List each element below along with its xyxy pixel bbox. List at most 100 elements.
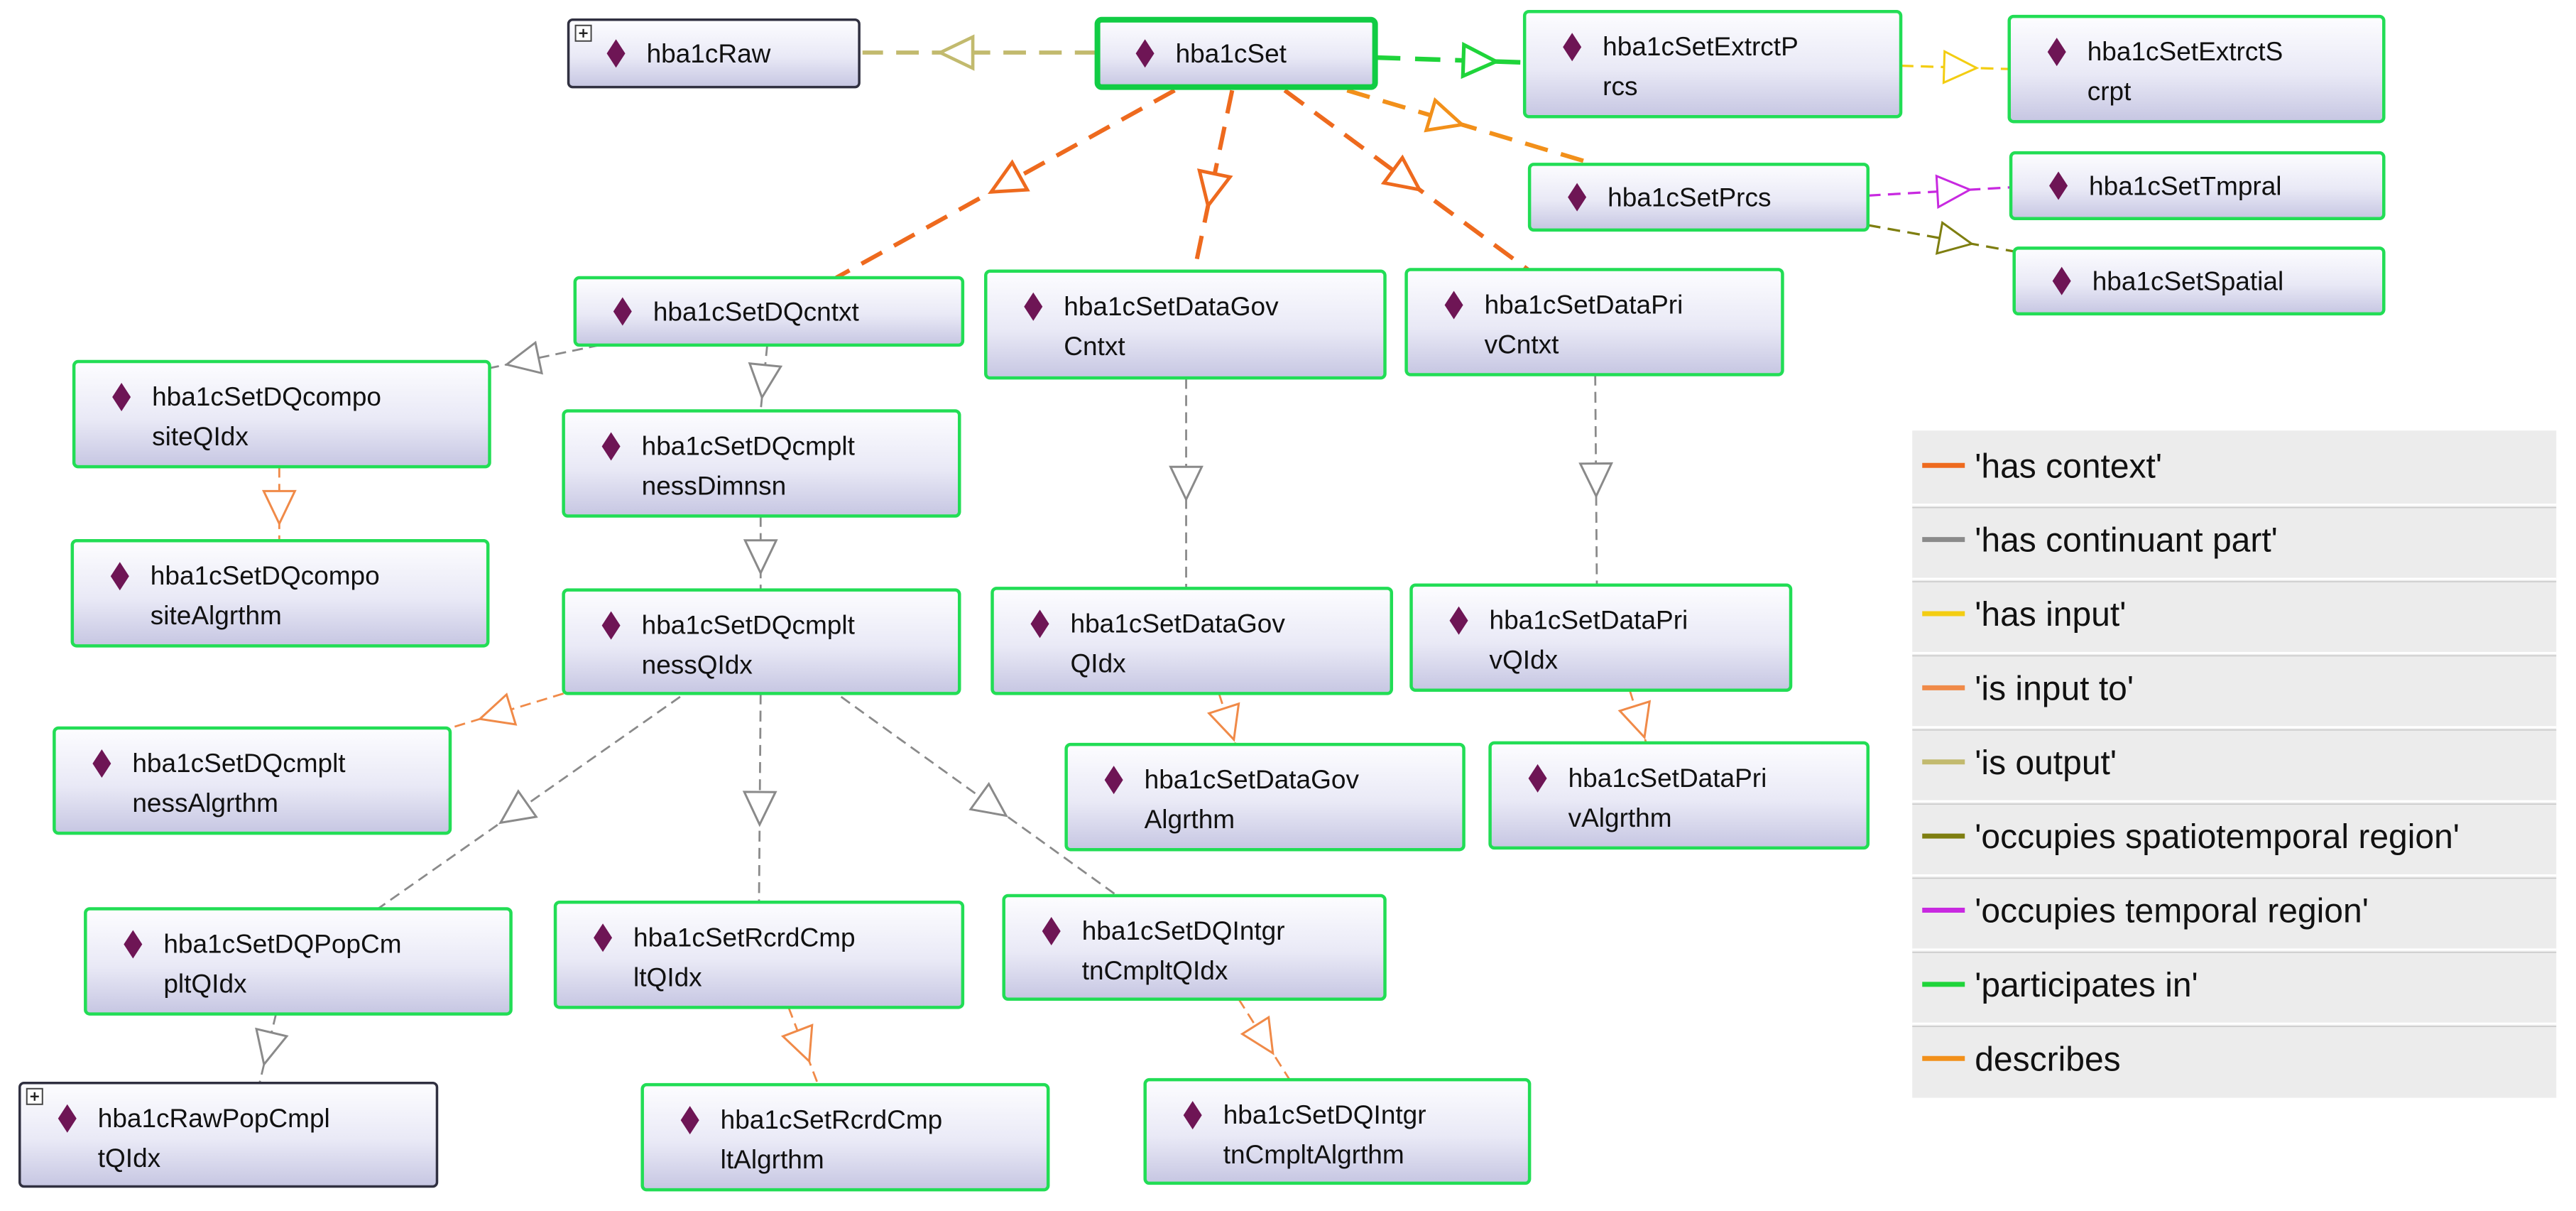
node-hba1c-set-prcs[interactable]: hba1cSetPrcs	[1527, 163, 1870, 232]
class-diamond-icon	[1449, 606, 1468, 635]
class-diamond-icon	[1030, 609, 1049, 639]
node-label: rcs	[1603, 72, 1637, 101]
node-label: hba1cSetDQcmplt	[132, 749, 346, 778]
node-label: hba1cSetExtrctP	[1603, 32, 1799, 61]
node-label: hba1cSet	[1176, 39, 1287, 68]
node-label: vQIdx	[1490, 646, 1559, 675]
node-hba1c-raw[interactable]: hba1cRaw	[567, 18, 861, 89]
node-label: tnCmpltQIdx	[1082, 956, 1228, 985]
arrowhead	[1169, 465, 1204, 502]
node-label: siteQIdx	[152, 422, 249, 451]
node-label: hba1cSetRcrdCmp	[633, 923, 856, 952]
legend-item-describes: describes	[1912, 1022, 2557, 1078]
legend-label: 'participates in'	[1975, 967, 2198, 1004]
node-hba1c-set-dqcntxt[interactable]: hba1cSetDQcntxt	[573, 276, 965, 347]
class-diamond-icon	[110, 562, 129, 591]
node-hba1c-set-rcrd-cmplt-qidx[interactable]: hba1cSetRcrdCmp ltQIdx	[553, 901, 965, 1009]
legend-panel: 'has context''has continuant part''has i…	[1912, 430, 2557, 1098]
node-hba1c-set[interactable]: hba1cSet	[1094, 16, 1378, 90]
arrowhead	[968, 781, 1008, 818]
legend-item-occupies-spatiotemporal-region: 'occupies spatiotemporal region'	[1912, 800, 2557, 856]
node-label: hba1cSetDQPopCm	[163, 930, 401, 959]
expand-plus-icon[interactable]	[26, 1087, 43, 1105]
edge-is-input-to-hba1c-set-rcrd-cmplt-algrthm	[780, 1006, 819, 1085]
legend-label: 'is input to'	[1975, 670, 2134, 707]
edge-participates-in-hba1c-set-extrct-prcs	[1375, 41, 1525, 80]
node-label: ltQIdx	[633, 962, 702, 992]
class-diamond-icon	[2052, 266, 2071, 295]
class-diamond-icon	[92, 749, 111, 778]
arrowhead	[936, 34, 975, 71]
legend-label: 'occupies spatiotemporal region'	[1975, 818, 2460, 856]
arrowhead	[1935, 220, 1975, 255]
class-diamond-icon	[594, 923, 613, 952]
node-label: hba1cSetDQIntgr	[1082, 916, 1285, 945]
node-hba1c-set-spatial[interactable]: hba1cSetSpatial	[2012, 246, 2386, 316]
class-diamond-icon	[124, 930, 143, 959]
class-diamond-icon	[1024, 292, 1043, 321]
arrowhead	[1942, 49, 1980, 85]
edge-has-continuant-part-hba1c-set-dqpop-cmplt-qidx	[377, 695, 681, 910]
node-hba1c-set-dqintgrtn-cmplt-qidx[interactable]: hba1cSetDQIntgr tnCmpltQIdx	[1002, 894, 1387, 1001]
node-hba1c-set-extrct-prcs[interactable]: hba1cSetExtrctP rcs	[1522, 9, 1903, 119]
arrowhead	[742, 791, 777, 827]
node-label: hba1cSetDQcmplt	[642, 431, 856, 460]
edge-occupies-spatiotemporal-region-hba1c-set-spatial	[1867, 220, 2014, 255]
class-diamond-icon	[1528, 764, 1547, 793]
class-diamond-icon	[1568, 183, 1587, 212]
node-label: Algrthm	[1145, 805, 1235, 834]
node-label: hba1cSetDQcompo	[152, 382, 381, 411]
arrowhead	[780, 1023, 814, 1064]
class-diamond-icon	[613, 297, 632, 326]
edge-has-continuant-part-hba1c-set-dqintgrtn-cmplt-qidx	[840, 695, 1118, 897]
legend-label: 'has context'	[1975, 447, 2162, 485]
node-label: hba1cSetDQcntxt	[653, 297, 860, 326]
class-diamond-icon	[1042, 917, 1061, 946]
node-label: hba1cSetDataGov	[1064, 292, 1279, 321]
node-hba1c-set-tmpral[interactable]: hba1cSetTmpral	[2009, 151, 2386, 220]
edges-layer	[255, 34, 2014, 1085]
node-label: hba1cSetDQIntgr	[1223, 1100, 1426, 1129]
class-diamond-icon	[112, 383, 131, 412]
legend-item-has-context: 'has context'	[1922, 447, 2162, 485]
class-diamond-icon	[601, 432, 621, 461]
node-label: ltAlgrthm	[721, 1145, 824, 1174]
node-hba1c-set-dqcmpltness-algrthm[interactable]: hba1cSetDQcmplt nessAlgrthm	[53, 726, 452, 835]
legend-label: 'is output'	[1975, 744, 2117, 782]
node-label: hba1cSetSpatial	[2092, 267, 2283, 296]
edge-has-context-hba1c-set-dqcntxt	[835, 88, 1176, 280]
node-label: hba1cSetTmpral	[2089, 171, 2281, 200]
arrowhead	[743, 539, 778, 576]
node-label: nessAlgrthm	[132, 788, 278, 818]
class-diamond-icon	[1183, 1101, 1202, 1130]
arrowhead	[261, 489, 297, 526]
class-diamond-icon	[1444, 290, 1463, 320]
legend-label: 'has input'	[1975, 596, 2126, 634]
legend-item-is-input-to: 'is input to'	[1912, 651, 2557, 707]
arrowhead	[1196, 168, 1233, 210]
legend-label: 'occupies temporal region'	[1975, 893, 2369, 930]
arrowhead	[477, 693, 518, 726]
edge-is-input-to-hba1c-set-dqcomposite-algrthm	[261, 467, 297, 541]
expand-plus-icon[interactable]	[574, 24, 592, 42]
node-hba1c-set-dqcomposite-qidx[interactable]: hba1cSetDQcompo siteQIdx	[72, 359, 491, 469]
class-diamond-icon	[680, 1106, 699, 1135]
class-diamond-icon	[2047, 38, 2066, 67]
node-label: vAlgrthm	[1568, 803, 1672, 832]
